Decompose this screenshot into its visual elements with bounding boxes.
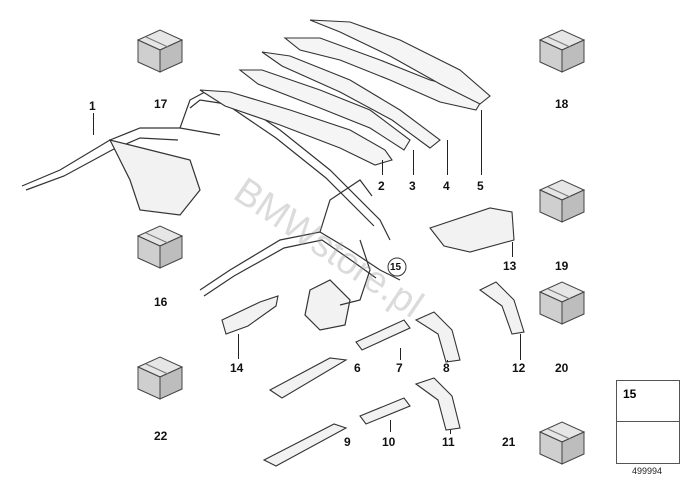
leader-line-4 xyxy=(447,140,448,175)
strip-part-5 xyxy=(283,37,483,111)
strip-part-2 xyxy=(199,89,393,166)
callout-6[interactable]: 6 xyxy=(354,361,361,375)
callout-18[interactable]: 18 xyxy=(555,97,569,111)
roof-strips xyxy=(199,19,491,166)
strip-part-4 xyxy=(261,51,441,149)
callout-11[interactable]: 11 xyxy=(442,435,455,449)
legend-box: 15 xyxy=(616,380,680,464)
leader-line-14 xyxy=(238,334,239,359)
callout-19[interactable]: 19 xyxy=(555,259,569,273)
panel-part-13 xyxy=(429,207,515,253)
leader-line-10 xyxy=(390,420,391,432)
callout-9[interactable]: 9 xyxy=(344,435,351,449)
leader-line-11 xyxy=(450,430,451,434)
strip-part-9 xyxy=(262,423,348,467)
part-box-22 xyxy=(137,356,183,400)
strip-part-10 xyxy=(359,397,411,425)
callout-21[interactable]: 21 xyxy=(502,435,516,449)
callout-5[interactable]: 5 xyxy=(477,179,484,193)
callout-3[interactable]: 3 xyxy=(409,179,416,193)
callout-17[interactable]: 17 xyxy=(154,97,168,111)
leader-line-3 xyxy=(413,150,414,175)
callout-7[interactable]: 7 xyxy=(396,361,403,375)
seal-part-12 xyxy=(478,281,525,335)
strip-part-3 xyxy=(238,69,411,151)
leader-line-5 xyxy=(481,110,482,175)
part-box-20 xyxy=(539,281,585,325)
strip-part-7 xyxy=(355,319,411,351)
part-box-18 xyxy=(539,29,585,73)
strip-part-6 xyxy=(268,357,348,399)
legend-divider xyxy=(617,421,679,422)
callout-15[interactable]: 15 xyxy=(390,262,402,273)
leader-line-2 xyxy=(382,160,383,175)
part-box-19 xyxy=(539,179,585,223)
leader-line-1 xyxy=(93,113,94,135)
callout-16[interactable]: 16 xyxy=(154,295,168,309)
leader-line-13 xyxy=(512,242,513,257)
callout-13[interactable]: 13 xyxy=(503,259,517,273)
leader-line-7 xyxy=(400,348,401,360)
callout-4[interactable]: 4 xyxy=(443,179,450,193)
strip-part-5b xyxy=(309,19,491,105)
callout-1[interactable]: 1 xyxy=(89,99,96,113)
part-box-16 xyxy=(137,225,183,269)
part-14 xyxy=(221,295,279,335)
callout-20[interactable]: 20 xyxy=(555,361,569,375)
part-box-21 xyxy=(539,421,585,465)
callout-14[interactable]: 14 xyxy=(230,361,244,375)
leader-line-8 xyxy=(447,360,448,362)
diagram-id: 499994 xyxy=(632,466,663,476)
seal-part-11 xyxy=(414,377,461,431)
leader-line-12 xyxy=(520,334,521,360)
callout-2[interactable]: 2 xyxy=(378,179,385,193)
legend-part-number: 15 xyxy=(623,387,637,401)
callout-12[interactable]: 12 xyxy=(512,361,526,375)
callout-circle-15 xyxy=(387,257,407,277)
seal-part-8 xyxy=(414,311,461,363)
callout-10[interactable]: 10 xyxy=(382,435,396,449)
callout-22[interactable]: 22 xyxy=(154,429,168,443)
roof-frame-assembly xyxy=(21,91,401,331)
part-box-17 xyxy=(137,29,183,73)
callout-8[interactable]: 8 xyxy=(443,361,450,375)
